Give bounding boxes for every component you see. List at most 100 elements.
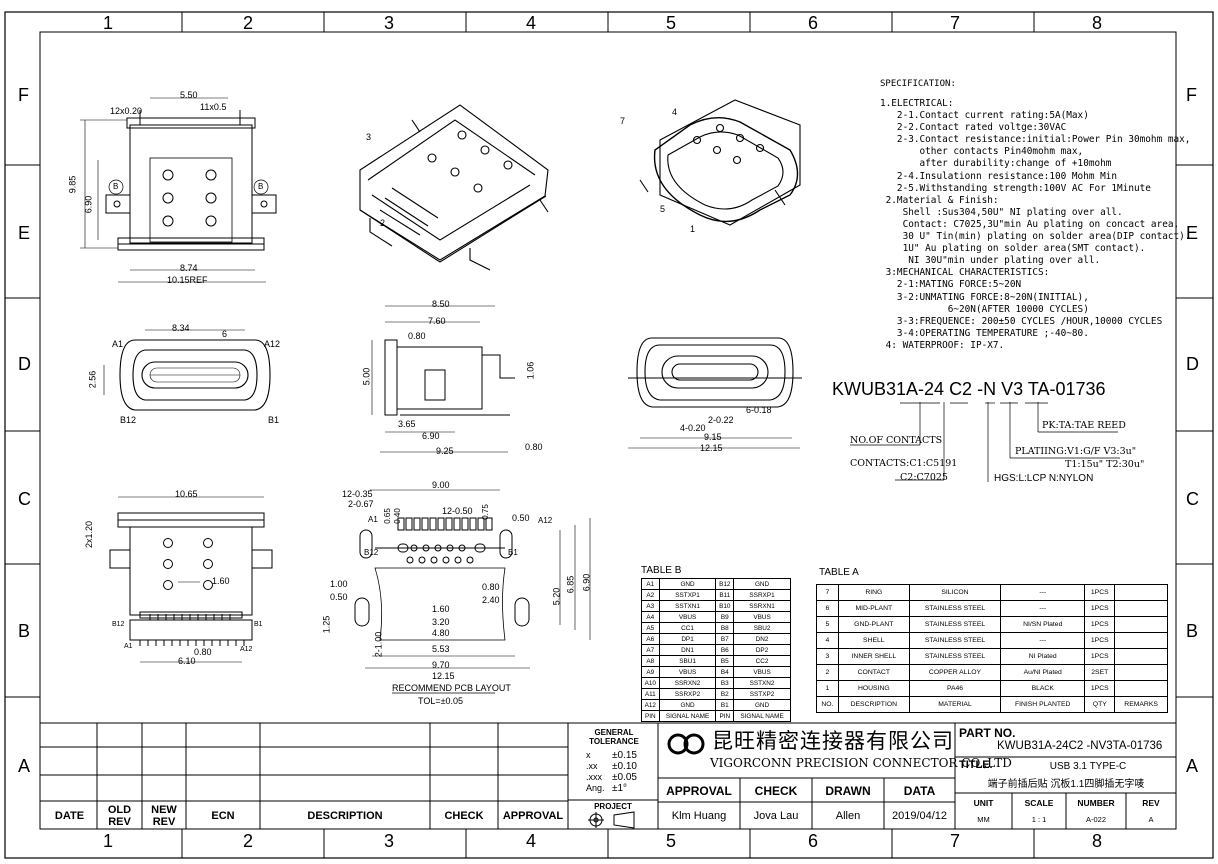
dim-label: 8.34 (172, 323, 190, 333)
bottom-view-drawing (109, 496, 273, 663)
table-cell: SIGNAL NAME (658, 710, 717, 722)
table-cell: A1 (641, 578, 660, 590)
rev-header-new: NEW REV (151, 804, 177, 828)
table-cell: PA46 (908, 680, 1002, 697)
table-cell: SSTXP2 (733, 688, 791, 700)
table-a-title: TABLE A (819, 567, 859, 578)
dim-label: 0.80 (194, 647, 212, 657)
rev-header-description: DESCRIPTION (307, 810, 383, 822)
project-label: PROJECT (594, 802, 632, 811)
part-no-label: PART NO. (959, 726, 1016, 740)
check-label: CHECK (754, 784, 798, 798)
part-code: KWUB31A-24 C2 -N V3 TA-01736 (832, 380, 1106, 398)
table-cell: A5 (641, 622, 660, 634)
spec-line: 3-4:OPERATING TEMPERATURE ;-40~80. (880, 327, 1089, 339)
table-cell: PIN (641, 710, 660, 722)
table-cell: A7 (641, 644, 660, 656)
table-cell: B10 (715, 600, 735, 612)
table-cell (1114, 664, 1168, 681)
table-cell: DP1 (658, 633, 717, 645)
title-line-2: 端子前插后贴 沉板1.1四脚插无字唛 (987, 779, 1145, 790)
table-cell: 4 (816, 632, 839, 649)
number-value: A-022 (1085, 815, 1106, 824)
table-cell: A8 (641, 655, 660, 667)
dim-label: 10.15REF (167, 275, 208, 285)
zone-col-3-bottom: 3 (384, 831, 395, 851)
table-cell: SILICON (908, 584, 1002, 601)
zone-row-f-right: F (1186, 85, 1197, 105)
tolerance-row: .xxx±0.05 (586, 772, 637, 783)
dim-label: 8.50 (432, 299, 450, 309)
callout-7: 7 (620, 116, 626, 126)
spec-line: 2-4.Insulationn resistance:100 Mohm Min (880, 170, 1118, 182)
pin-label-a1: A1 (112, 339, 124, 349)
table-cell: 1PCS (1084, 584, 1116, 601)
part-code-plating: V3 (1001, 379, 1024, 399)
tolerance-value: ±0.05 (612, 772, 637, 783)
table-cell: SSTXN2 (733, 677, 791, 689)
table-cell: B7 (715, 633, 735, 645)
table-cell: CC2 (733, 655, 791, 667)
table-cell (1114, 632, 1168, 649)
table-cell: SSRXN2 (658, 677, 717, 689)
spec-line: 3:MECHANICAL CHARACTERISTICS: (880, 267, 1050, 279)
dim-label: 3.65 (398, 419, 416, 429)
rev-header-date: DATE (54, 810, 85, 822)
table-cell: 3 (816, 648, 839, 665)
table-cell: B1 (715, 699, 735, 711)
title-label: TITLE. (959, 759, 993, 771)
table-cell: VBUS (733, 611, 791, 623)
dim-label: 4-0.20 (680, 423, 706, 433)
zone-col-1: 1 (103, 13, 114, 33)
table-cell (1114, 600, 1168, 617)
table-cell: 1 (816, 680, 839, 697)
dim-label: 11x0.5 (200, 102, 227, 112)
table-cell: A9 (641, 666, 660, 678)
rev-header-check: CHECK (444, 810, 484, 822)
datum-b-right: B (258, 182, 264, 191)
approval-label: APPROVAL (666, 784, 732, 798)
dim-label: 0.80 (482, 582, 500, 592)
spec-line: NI 30U"min under plating over all. (880, 255, 1101, 267)
tolerance-note: TOL=±0.05 (418, 696, 464, 706)
approval-value: Klm Huang (671, 810, 727, 822)
table-cell: DN2 (733, 633, 791, 645)
table-cell: VBUS (733, 666, 791, 678)
note-housing: HGS:L:LCP N:NYLON (994, 473, 1094, 484)
table-cell: BLACK (1000, 680, 1086, 697)
dim-label: 12.15 (432, 671, 455, 681)
dim-label: 12.15 (700, 443, 723, 453)
table-cell (1114, 584, 1168, 601)
table-cell: STAINLESS STEEL (908, 616, 1002, 633)
spec-line: 6~20N(AFTER 10000 CYCLES) (880, 303, 1089, 315)
dim-label: 1.00 (330, 579, 348, 589)
table-cell: A11 (641, 688, 660, 700)
spec-title: SPECIFICATION: (880, 79, 956, 89)
zone-row-a: A (18, 756, 31, 776)
table-cell: HOUSING (837, 680, 910, 697)
table-cell: SHELL (837, 632, 910, 649)
table-cell: 6 (816, 600, 839, 617)
tolerance-row: Ang.±1° (586, 783, 637, 794)
table-cell: --- (1000, 600, 1086, 617)
table-cell: DN1 (658, 644, 717, 656)
side-view-drawing (371, 305, 515, 453)
table-cell: FINISH PLANTED (1000, 696, 1086, 713)
pin-label-b1: B1 (508, 548, 518, 557)
dim-label: 9.85 (67, 175, 78, 194)
table-cell (1114, 616, 1168, 633)
tolerance-key: Ang. (586, 783, 605, 793)
table-cell: A12 (641, 699, 660, 711)
isometric-view-front (359, 104, 549, 271)
table-cell: 5 (816, 616, 839, 633)
